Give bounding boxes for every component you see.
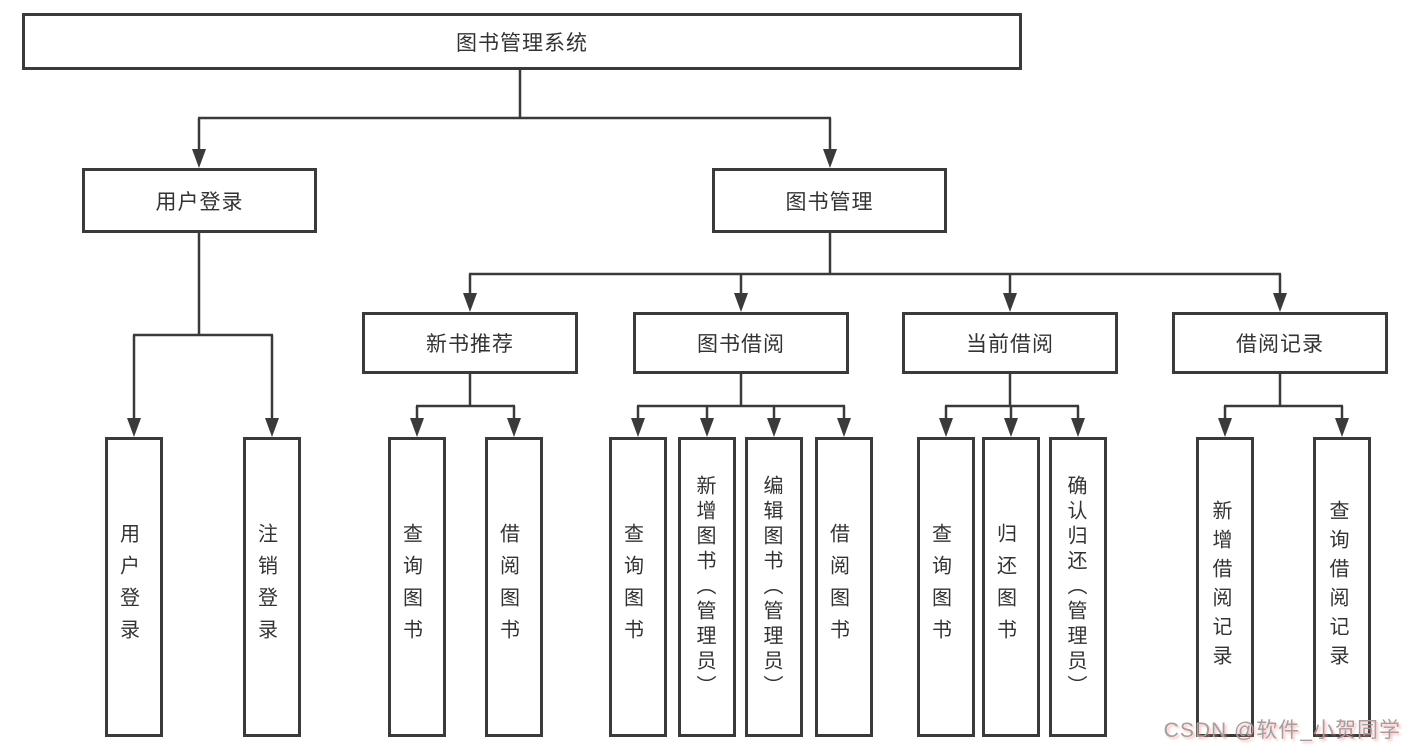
- connector-book-borrow-to-leaves: [631, 374, 851, 437]
- leaf-query-book-current: 查询图书: [917, 437, 975, 737]
- leaf-borrow-book: 借阅图书: [815, 437, 873, 737]
- leaf-query-borrow-record: 查询借阅记录: [1313, 437, 1371, 737]
- leaf-confirm-return-admin: 确认归还（管理员）: [1049, 437, 1107, 737]
- leaf-user-login: 用户登录: [105, 437, 163, 737]
- node-borrow-record: 借阅记录: [1172, 312, 1388, 374]
- watermark: CSDN @软件_小贺同学: [1163, 719, 1401, 742]
- node-current-borrow: 当前借阅: [902, 312, 1118, 374]
- node-new-book-recommend: 新书推荐: [362, 312, 578, 374]
- connector-user-login-to-leaves: [127, 233, 279, 437]
- node-user-login-branch: 用户登录: [82, 168, 317, 233]
- leaf-borrow-book-newbook: 借阅图书: [485, 437, 543, 737]
- leaf-query-book-newbook: 查询图书: [388, 437, 446, 737]
- node-book-mgmt-branch: 图书管理: [712, 168, 947, 233]
- leaf-logout: 注销登录: [243, 437, 301, 737]
- connector-root-to-level2: [192, 69, 837, 168]
- leaf-query-book-borrow: 查询图书: [609, 437, 667, 737]
- connector-new-book-to-leaves: [410, 374, 521, 437]
- connector-borrow-record-to-leaves: [1218, 374, 1349, 437]
- connector-current-borrow-to-leaves: [939, 374, 1085, 437]
- leaf-edit-book-admin: 编辑图书（管理员）: [745, 437, 803, 737]
- node-root: 图书管理系统: [22, 13, 1022, 70]
- leaf-return-book: 归还图书: [982, 437, 1040, 737]
- node-book-borrow: 图书借阅: [633, 312, 849, 374]
- leaf-add-book-admin: 新增图书（管理员）: [678, 437, 736, 737]
- leaf-add-borrow-record: 新增借阅记录: [1196, 437, 1254, 737]
- connector-book-mgmt-to-level3: [463, 233, 1287, 312]
